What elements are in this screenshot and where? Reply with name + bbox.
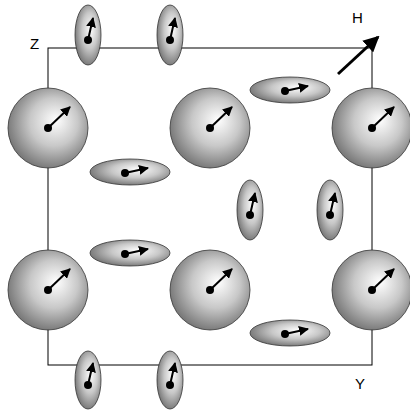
axis-label: H (352, 10, 363, 25)
field-arrow (338, 37, 378, 74)
spheres (8, 88, 410, 330)
axis-label: Y (355, 376, 365, 391)
ellipsoids (75, 5, 343, 409)
spin-dots (44, 36, 376, 389)
axis-label: Z (30, 36, 39, 51)
spin-arrows (48, 18, 394, 385)
unit-cell (48, 48, 372, 365)
